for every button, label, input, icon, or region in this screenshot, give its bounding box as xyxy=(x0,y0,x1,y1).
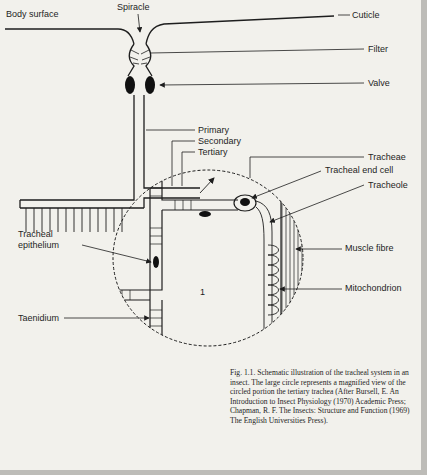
part-label: Mitochondrion xyxy=(345,283,402,294)
part-label: Valve xyxy=(368,78,390,89)
order-label: Secondary xyxy=(198,136,241,147)
part-label: Tracheal end cell xyxy=(325,165,393,176)
figure-number: 1 xyxy=(200,287,205,298)
part-label: Filter xyxy=(368,44,388,55)
figure-caption: Fig. 1.1. Schematic illustration of the … xyxy=(230,368,418,426)
order-label: Tertiary xyxy=(198,147,228,158)
part-label: Muscle fibre xyxy=(345,243,394,254)
part-label: Spiracle xyxy=(117,2,150,13)
part-label: Taenidium xyxy=(18,313,59,324)
part-label: Cuticle xyxy=(352,10,380,21)
part-label: Tracheal epithelium xyxy=(18,229,80,251)
part-label: Tracheole xyxy=(368,180,408,191)
order-label: Primary xyxy=(198,125,229,136)
part-label: Tracheae xyxy=(368,152,406,163)
region-label: Body surface xyxy=(6,9,59,20)
